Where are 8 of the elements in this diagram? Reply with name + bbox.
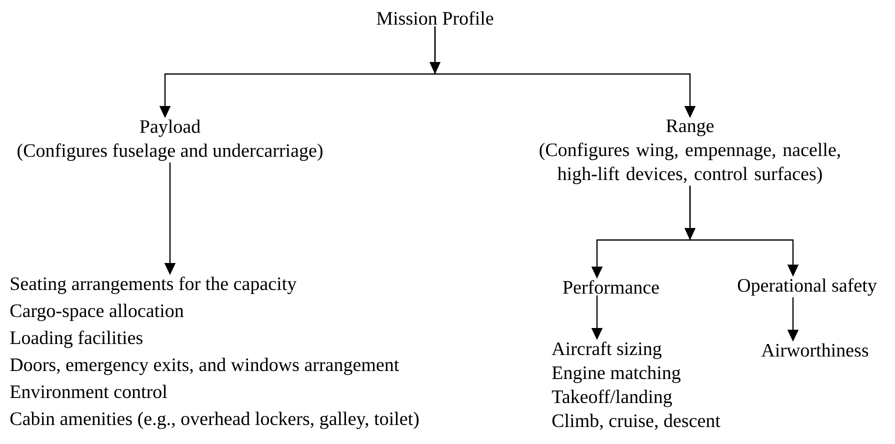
heading-text: Mission Profile [376,11,494,25]
item-list: Aircraft sizing Engine matching Takeoff/landing Climb, cruise, descent [552,342,720,430]
category-text: Range (Configures wing, empennage, nacelle, high-lift devices, control surfaces) [540,120,840,184]
item-list: Seating arrangements for the capacity Cargo-space allocation Loading facilities Doors, emergency exits, and windows arrangement Environment control Cabin amenities (e.g., overhead lockers, galley, toilet) [10,276,419,430]
category-text: Payload (Configures fuselage and undercarriage) [18,120,322,161]
category-text: Performance [563,280,659,294]
item-text: Airworthiness [761,343,868,357]
category-text: Operational safety [738,278,877,296]
